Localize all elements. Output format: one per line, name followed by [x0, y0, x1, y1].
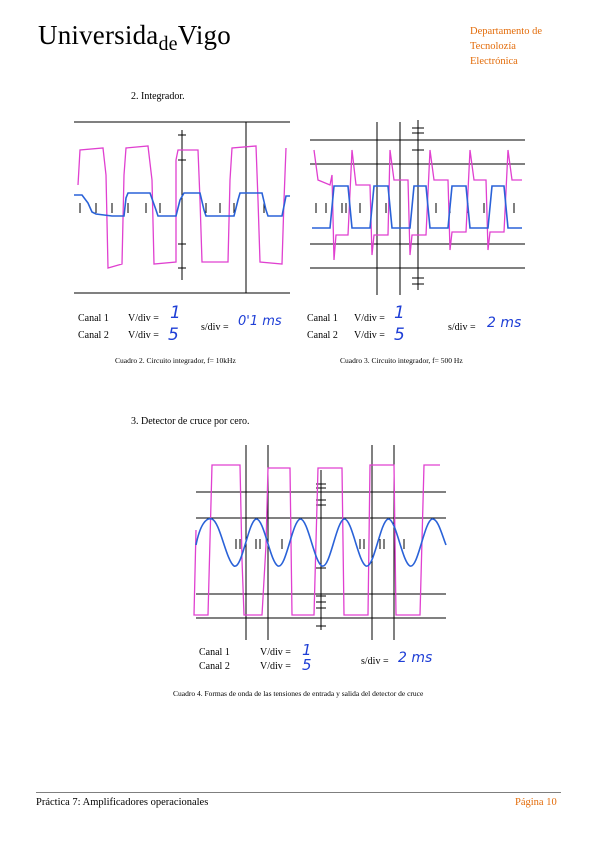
logo-text-end: Vigo [177, 20, 231, 50]
zc-figure-caption: Cuadro 4. Formas de onda de las tensione… [173, 689, 424, 698]
university-logo: UniversidadeVigo [38, 20, 231, 55]
right-canal2-vdiv-label: V/div = [354, 330, 385, 341]
scope-grid-right [310, 120, 525, 295]
logo-text-de: de [158, 33, 178, 55]
right-canal2-label: Canal 2 [307, 330, 338, 341]
square-wave-right [313, 149, 522, 261]
triangle-wave-right [312, 185, 522, 229]
scope-grid-left [74, 121, 290, 294]
footer-divider [36, 792, 561, 793]
left-canal1-vdiv-label: V/div = [128, 313, 159, 324]
right-figure-caption: Cuadro 3. Circuito integrador, f= 500 Hz [340, 356, 463, 365]
square-wave-zero-cross [193, 464, 440, 616]
left-canal2-label: Canal 2 [78, 330, 109, 341]
zc-canal1-label: Canal 1 [199, 647, 230, 658]
zc-sdiv-value: 2 ms [398, 650, 433, 666]
left-canal2-vdiv-label: V/div = [128, 330, 159, 341]
zc-canal2-vdiv-label: V/div = [260, 661, 291, 672]
section-2-title: 2. Integrador. [131, 91, 185, 102]
zc-canal2-label: Canal 2 [199, 661, 230, 672]
department-line-2: Tecnolozía [470, 41, 516, 52]
left-canal2-vdiv-value: 5 [168, 325, 179, 345]
left-figure-caption: Cuadro 2. Circuito integrador, f= 10kHz [115, 356, 236, 365]
section-3-title: 3. Detector de cruce por cero. [131, 416, 250, 427]
logo-text-main: Universida [38, 20, 159, 50]
left-sdiv-label: s/div = [201, 322, 229, 333]
right-sdiv-label: s/div = [448, 322, 476, 333]
zc-sdiv-label: s/div = [361, 656, 389, 667]
zc-canal1-vdiv-value: 1 [302, 641, 312, 659]
department-line-1: Departamento de [470, 26, 543, 37]
department-line-3: Electrónica [470, 56, 518, 67]
right-sdiv-value: 2 ms [487, 315, 522, 331]
right-canal1-label: Canal 1 [307, 313, 338, 324]
triangle-wave-left [74, 192, 290, 217]
right-canal1-vdiv-label: V/div = [354, 313, 385, 324]
left-canal1-vdiv-value: 1 [170, 303, 181, 323]
square-wave-left [77, 145, 287, 269]
right-canal2-vdiv-value: 5 [394, 325, 405, 345]
left-sdiv-value: 0'1 ms [238, 314, 282, 329]
zc-canal2-vdiv-value: 5 [302, 656, 312, 674]
sine-wave-zero-cross [195, 517, 447, 567]
zc-canal1-vdiv-label: V/div = [260, 647, 291, 658]
right-canal1-vdiv-value: 1 [394, 303, 405, 323]
scope-grid-zero-cross [196, 445, 446, 640]
department-name: Departamento de Tecnolozía Electrónica [470, 24, 542, 69]
footer-course-title: Práctica 7: Amplificadores operacionales [36, 797, 209, 808]
left-canal1-label: Canal 1 [78, 313, 109, 324]
footer-page-number: Página 10 [515, 797, 557, 808]
